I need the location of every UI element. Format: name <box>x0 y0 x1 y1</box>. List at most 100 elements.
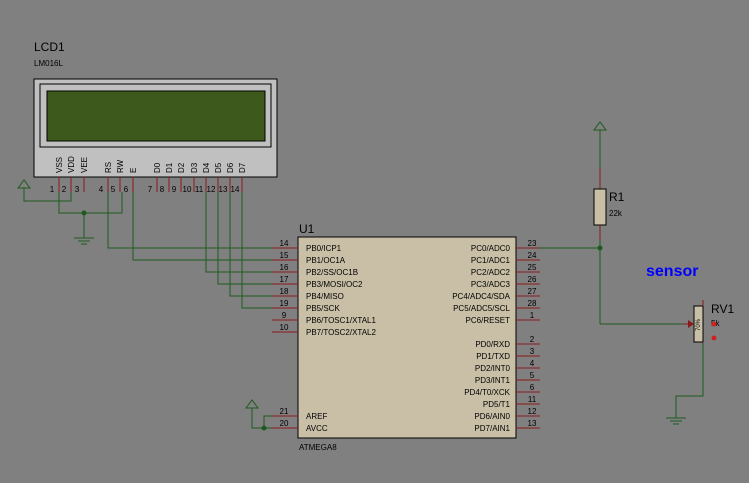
mcu-pin-name: PD1/TXD <box>476 352 510 361</box>
rv1-component[interactable]: sensor 70% RV1 5k <box>646 263 734 343</box>
lcd-pin-label: D5 <box>214 162 223 173</box>
lcd-component[interactable]: LCD1 LM016L VSS1VDD2VEE3RS4RW5E6D07D18D2… <box>33 40 278 194</box>
lcd-pin-label: D1 <box>165 162 174 173</box>
junction-avcc <box>261 425 267 431</box>
lcd-pin-number: 11 <box>195 185 204 194</box>
junction-pc0 <box>597 245 603 251</box>
lcd-pin-rw[interactable]: RW 5 <box>111 159 125 194</box>
lcd-pin-e[interactable]: E6 <box>124 168 138 194</box>
wire-gnd-rw <box>58 192 123 214</box>
lcd-bezel <box>39 83 272 148</box>
lcd-power-wiring <box>17 179 123 245</box>
lcd-pin-number: 5 <box>111 185 116 194</box>
lcd-pin-number: 7 <box>148 185 153 194</box>
lcd-pin-number: 1 <box>50 185 55 194</box>
wire-d7 <box>241 192 298 309</box>
mcu-pin-name: PD6/AIN0 <box>474 412 510 421</box>
mcu-pin-name: PB2/SS/OC1B <box>306 268 358 277</box>
mcu-pin-name: PB1/OC1A <box>306 256 346 265</box>
wire-vdd <box>23 188 72 202</box>
lcd-pin-label: D0 <box>153 162 162 173</box>
lcd-pin-number: 3 <box>75 185 80 194</box>
rv1-body-text: 70% <box>696 318 702 331</box>
lcd-pin-number: 8 <box>160 185 165 194</box>
lcd-pin-label: VEE <box>80 157 89 173</box>
lcd-pin-label: D4 <box>202 162 211 173</box>
mcu-pin-name: PC3/ADC3 <box>471 280 511 289</box>
lcd-pin-rs[interactable]: RS4 <box>99 162 113 194</box>
rv1-decrease-dot[interactable] <box>711 335 717 341</box>
mcu-pin-number: 23 <box>528 239 537 248</box>
mcu-pin-name: PB3/MOSI/OC2 <box>306 280 363 289</box>
mcu-component[interactable]: U1 ATMEGA8 14PB0/ICP115PB1/OC1A16PB2/SS/… <box>272 222 540 452</box>
lcd-mcu-wires <box>107 192 298 309</box>
lcd-pin-number: 10 <box>183 185 192 194</box>
lcd-pin-d2[interactable]: D2 9 <box>172 162 186 194</box>
mcu-pin-name: PD4/T0/XCK <box>464 388 510 397</box>
wire-d4 <box>205 192 298 273</box>
mcu-pin-name: PB5/SCK <box>306 304 340 313</box>
mcu-pin-name: PD5/T1 <box>483 400 511 409</box>
lcd-pin-d0[interactable]: D0 7 <box>148 162 162 194</box>
lcd-pin-d4[interactable]: D4 11 <box>195 162 211 194</box>
lcd-pin-d1[interactable]: D1 8 <box>160 162 174 194</box>
mcu-pin-number: 20 <box>280 419 289 428</box>
r1-body <box>593 188 607 226</box>
mcu-pin-number: 13 <box>528 419 537 428</box>
junction-gnd <box>81 210 87 216</box>
mcu-pin-number: 27 <box>528 287 537 296</box>
power-terminal-lcd <box>17 179 31 189</box>
r1-ref: R1 <box>609 190 625 204</box>
mcu-pin-name: PC1/ADC1 <box>471 256 511 265</box>
mcu-pin-number: 11 <box>528 395 537 404</box>
mcu-pin-name: AVCC <box>306 424 328 433</box>
mcu-body <box>297 236 517 439</box>
lcd-pin-vee[interactable]: VEE 3 <box>75 157 89 194</box>
rv1-increase-dot[interactable] <box>711 321 717 327</box>
lcd-pin-number: 9 <box>172 185 177 194</box>
r1-component[interactable]: R1 22k <box>593 121 625 240</box>
mcu-pin-name: PC0/ADC0 <box>471 244 511 253</box>
power-terminal-r1 <box>593 121 607 131</box>
mcu-pin-number: 1 <box>530 311 535 320</box>
mcu-pin-name: PB4/MISO <box>306 292 344 301</box>
mcu-pin-name: PB0/ICP1 <box>306 244 342 253</box>
mcu-pin-number: 9 <box>282 311 287 320</box>
lcd-pin-label: RW <box>116 159 125 173</box>
lcd-pin-number: 2 <box>62 185 67 194</box>
lcd-pin-label: D2 <box>177 162 186 173</box>
mcu-pin-number: 12 <box>528 407 537 416</box>
